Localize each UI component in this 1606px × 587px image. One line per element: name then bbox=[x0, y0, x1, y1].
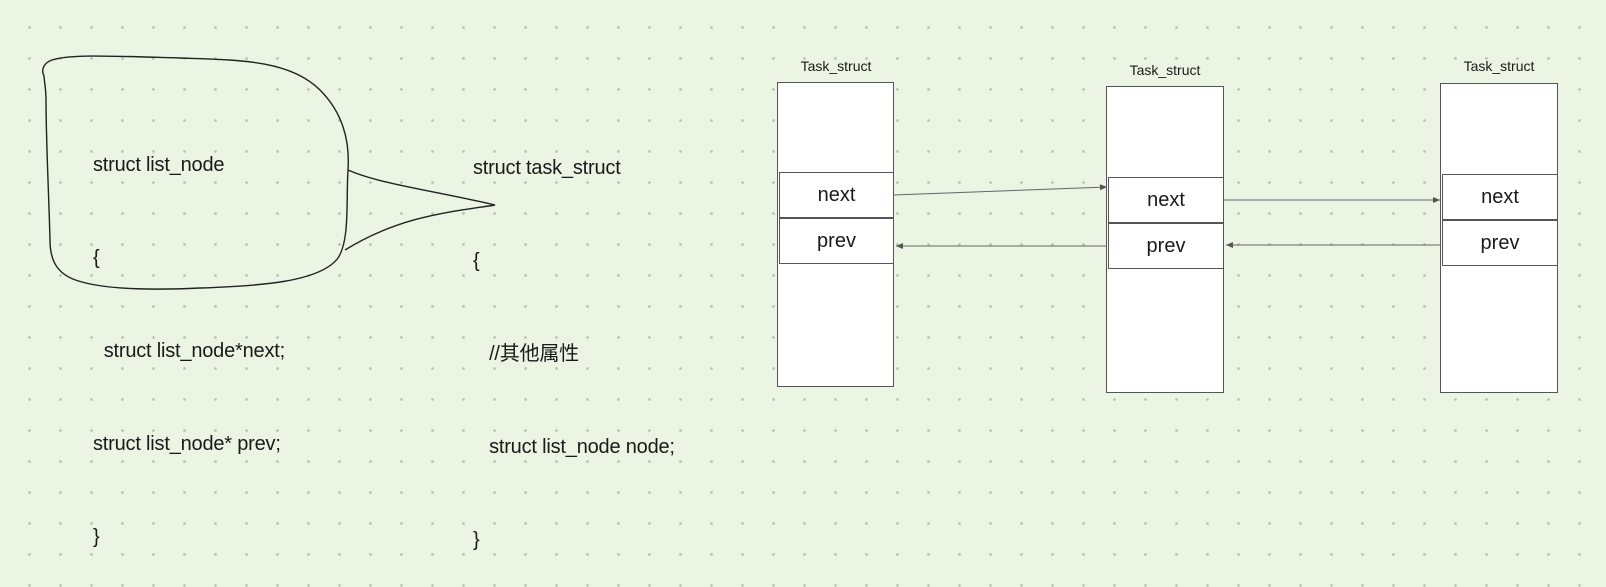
prev-label: prev bbox=[817, 229, 856, 252]
next-field: next bbox=[779, 172, 894, 218]
code-line: } bbox=[93, 526, 100, 548]
task-struct-node-2: next prev bbox=[1106, 86, 1224, 393]
task-struct-code-block: struct task_struct { //其他属性 struct list_… bbox=[473, 91, 675, 587]
next-arrow bbox=[893, 184, 1108, 196]
task-struct-title: Task_struct bbox=[800, 58, 872, 74]
prev-field: prev bbox=[779, 218, 894, 264]
next-field: next bbox=[1108, 177, 1224, 223]
code-line: } bbox=[473, 529, 480, 551]
code-line: struct list_node bbox=[93, 154, 225, 176]
code-line: struct list_node*next; bbox=[93, 340, 285, 362]
code-line: struct task_struct bbox=[473, 157, 621, 179]
prev-field: prev bbox=[1108, 223, 1224, 269]
task-struct-node-3: next prev bbox=[1440, 83, 1558, 393]
task-struct-title: Task_struct bbox=[1129, 62, 1201, 78]
next-field: next bbox=[1442, 174, 1558, 220]
code-line: //其他属性 bbox=[473, 343, 579, 365]
next-label: next bbox=[1481, 185, 1519, 208]
code-line: { bbox=[93, 247, 100, 269]
prev-label: prev bbox=[1480, 231, 1520, 254]
prev-label: prev bbox=[1146, 234, 1186, 257]
task-struct-node-1: next prev bbox=[777, 82, 894, 387]
list-node-code-block: struct list_node { struct list_node*next… bbox=[93, 88, 285, 584]
task-struct-title: Task_struct bbox=[1463, 58, 1535, 74]
code-line: struct list_node node; bbox=[473, 436, 675, 458]
prev-field: prev bbox=[1442, 220, 1558, 266]
next-label: next bbox=[817, 183, 856, 206]
code-line: { bbox=[473, 250, 480, 272]
next-label: next bbox=[1147, 188, 1185, 211]
